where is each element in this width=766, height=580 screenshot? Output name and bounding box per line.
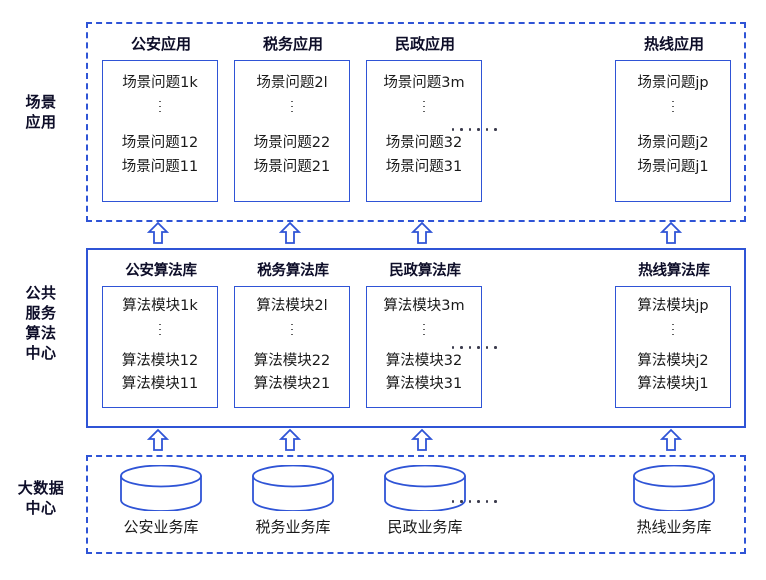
algo-item-bottom: 算法模块31 <box>385 376 463 392</box>
row-label-data-line1: 大数据 <box>17 479 65 497</box>
arrow-up-icon <box>279 221 301 245</box>
arrow-up-icon <box>411 428 433 452</box>
scene-column-box[interactable]: 场景问题2l 场景问题22 场景问题21 <box>234 60 350 202</box>
algo-column-title: 民政算法库 <box>389 263 461 279</box>
scene-column-hotline: 热线应用 场景问题jp 场景问题j2 场景问题j1 <box>615 24 733 220</box>
scene-item-bottom: 场景问题j1 <box>637 159 709 175</box>
row-label-algorithm-center: 公共 服务 算法 中心 <box>2 283 80 363</box>
algo-column-box[interactable]: 算法模块3m 算法模块32 算法模块31 <box>366 286 482 408</box>
scene-column-public-security: 公安应用 场景问题1k 场景问题12 场景问题11 <box>102 24 220 220</box>
algo-item-top: 算法模块jp <box>637 298 709 314</box>
scene-item-mid: 场景问题32 <box>385 135 463 151</box>
algo-item-mid: 算法模块12 <box>121 353 199 369</box>
horizontal-ellipsis-scene-icon <box>414 120 534 138</box>
algo-item-bottom: 算法模块j1 <box>637 376 709 392</box>
arrow-up-icon <box>660 221 682 245</box>
row-label-scene-line1: 场景 <box>25 93 57 111</box>
vertical-ellipsis-icon <box>423 321 425 337</box>
row-label-scene-line2: 应用 <box>25 113 57 131</box>
data-column-hotline[interactable]: 热线业务库 <box>615 457 733 552</box>
arrow-up-icon <box>147 428 169 452</box>
algo-column-tax: 税务算法库 算法模块2l 算法模块22 算法模块21 <box>234 250 352 426</box>
scene-column-tax: 税务应用 场景问题2l 场景问题22 场景问题21 <box>234 24 352 220</box>
arrow-up-icon <box>147 221 169 245</box>
database-cylinder-icon <box>120 465 202 511</box>
row-label-algo-line3: 算法 <box>25 324 57 342</box>
scene-item-mid: 场景问题12 <box>121 135 199 151</box>
arrow-up-icon <box>411 221 433 245</box>
scene-column-title: 民政应用 <box>394 35 455 53</box>
horizontal-ellipsis-data-icon <box>414 492 534 510</box>
database-cylinder-icon <box>252 465 334 511</box>
scene-item-top: 场景问题1k <box>122 75 198 91</box>
scene-column-civil-affairs: 民政应用 场景问题3m 场景问题32 场景问题31 <box>366 24 484 220</box>
scene-item-bottom: 场景问题11 <box>121 159 199 175</box>
algo-column-title: 热线算法库 <box>638 263 710 279</box>
database-cylinder-icon <box>384 465 466 511</box>
algo-item-mid: 算法模块32 <box>385 353 463 369</box>
algo-item-top: 算法模块2l <box>256 298 328 314</box>
scene-column-box[interactable]: 场景问题1k 场景问题12 场景问题11 <box>102 60 218 202</box>
database-cylinder-icon <box>633 465 715 511</box>
data-column-civil-affairs[interactable]: 民政业务库 <box>366 457 484 552</box>
row-label-algo-line2: 服务 <box>25 304 57 322</box>
arrow-up-icon <box>660 428 682 452</box>
algo-column-box[interactable]: 算法模块1k 算法模块12 算法模块11 <box>102 286 218 408</box>
algo-column-public-security: 公安算法库 算法模块1k 算法模块12 算法模块11 <box>102 250 220 426</box>
row-label-algo-line1: 公共 <box>25 284 57 302</box>
algo-column-box[interactable]: 算法模块jp 算法模块j2 算法模块j1 <box>615 286 731 408</box>
vertical-ellipsis-icon <box>423 98 425 114</box>
horizontal-ellipsis-algorithm-icon <box>414 338 534 356</box>
vertical-ellipsis-icon <box>672 321 674 337</box>
algo-column-title: 公安算法库 <box>125 263 197 279</box>
section-big-data-center: 公安业务库 税务业务库 民政业务库 热线业务库 <box>86 455 746 554</box>
row-label-big-data-center: 大数据 中心 <box>2 478 80 518</box>
vertical-ellipsis-icon <box>672 98 674 114</box>
algo-item-mid: 算法模块j2 <box>637 353 709 369</box>
row-label-scene-application: 场景 应用 <box>2 92 80 132</box>
algo-item-top: 算法模块1k <box>122 298 198 314</box>
scene-item-mid: 场景问题j2 <box>637 135 709 151</box>
scene-item-mid: 场景问题22 <box>253 135 331 151</box>
arrow-up-icon <box>279 428 301 452</box>
data-column-label: 民政业务库 <box>387 518 463 536</box>
vertical-ellipsis-icon <box>291 98 293 114</box>
scene-item-top: 场景问题2l <box>256 75 328 91</box>
scene-item-bottom: 场景问题31 <box>385 159 463 175</box>
scene-item-top: 场景问题3m <box>383 75 465 91</box>
row-label-algo-line4: 中心 <box>25 344 57 362</box>
row-label-data-line2: 中心 <box>25 499 57 517</box>
algo-item-bottom: 算法模块21 <box>253 376 331 392</box>
vertical-ellipsis-icon <box>291 321 293 337</box>
section-scene-application: 公安应用 场景问题1k 场景问题12 场景问题11 税务应用 场景问题2l 场景… <box>86 22 746 222</box>
scene-column-title: 税务应用 <box>262 35 323 53</box>
algo-column-civil-affairs: 民政算法库 算法模块3m 算法模块32 算法模块31 <box>366 250 484 426</box>
data-column-public-security[interactable]: 公安业务库 <box>102 457 220 552</box>
algo-column-hotline: 热线算法库 算法模块jp 算法模块j2 算法模块j1 <box>615 250 733 426</box>
data-column-label: 热线业务库 <box>636 518 712 536</box>
vertical-ellipsis-icon <box>159 321 161 337</box>
scene-column-box[interactable]: 场景问题jp 场景问题j2 场景问题j1 <box>615 60 731 202</box>
algo-column-box[interactable]: 算法模块2l 算法模块22 算法模块21 <box>234 286 350 408</box>
scene-item-top: 场景问题jp <box>637 75 709 91</box>
data-column-label: 公安业务库 <box>123 518 199 536</box>
data-column-tax[interactable]: 税务业务库 <box>234 457 352 552</box>
algo-item-top: 算法模块3m <box>383 298 465 314</box>
scene-column-box[interactable]: 场景问题3m 场景问题32 场景问题31 <box>366 60 482 202</box>
algo-item-mid: 算法模块22 <box>253 353 331 369</box>
scene-item-bottom: 场景问题21 <box>253 159 331 175</box>
algo-column-title: 税务算法库 <box>257 263 329 279</box>
scene-column-title: 公安应用 <box>130 35 191 53</box>
scene-column-title: 热线应用 <box>643 35 704 53</box>
vertical-ellipsis-icon <box>159 98 161 114</box>
section-algorithm-center: 公安算法库 算法模块1k 算法模块12 算法模块11 税务算法库 算法模块2l … <box>86 248 746 428</box>
algo-item-bottom: 算法模块11 <box>121 376 199 392</box>
data-column-label: 税务业务库 <box>255 518 331 536</box>
